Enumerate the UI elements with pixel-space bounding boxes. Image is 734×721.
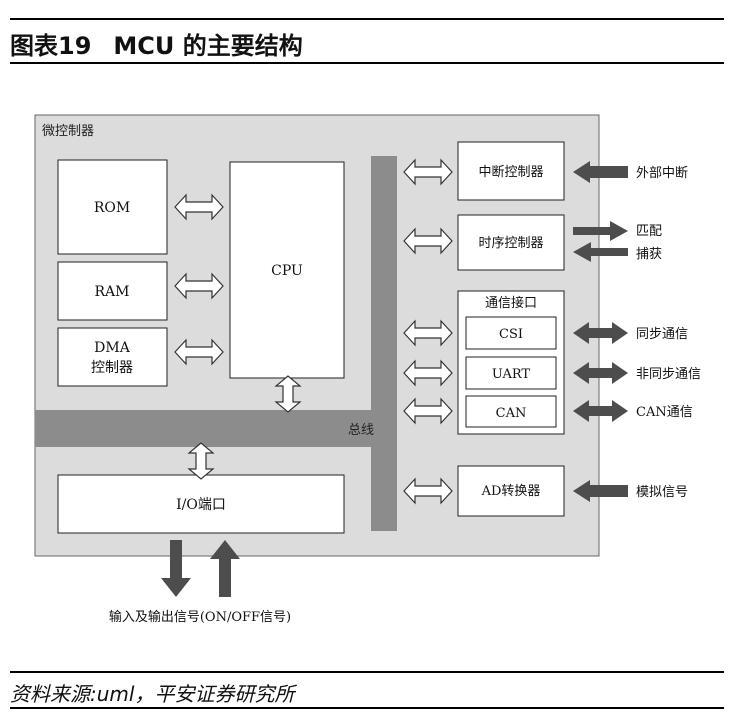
source-note: 资料来源:uml，平安证券研究所 (10, 682, 295, 706)
match-arrow (573, 221, 628, 241)
ram-label: RAM (95, 284, 130, 300)
uart-label: UART (492, 367, 531, 382)
container-label: 微控制器 (42, 124, 94, 139)
can-block (465, 395, 557, 428)
io-port-block (57, 474, 345, 534)
source-bar: 资料来源:uml，平安证券研究所 (10, 671, 724, 709)
analog-signal-arrow (573, 480, 628, 502)
interrupt-controller-label: 中断控制器 (478, 165, 543, 180)
io-port-label: I/O端口 (176, 497, 226, 513)
analog-signal-label: 模拟信号 (636, 485, 688, 500)
external-interrupt-label: 外部中断 (636, 166, 688, 181)
figure-title: 图表19 MCU 的主要结构 (10, 26, 303, 61)
can-comm-arrow (573, 400, 628, 422)
rom-block (57, 159, 168, 255)
timer-controller-block (457, 214, 565, 271)
figure-title-bar: 图表19 MCU 的主要结构 (10, 18, 724, 64)
cpu-label: CPU (271, 263, 303, 279)
comm-interface-label: 通信接口 (485, 295, 537, 311)
timer-controller-label: 时序控制器 (478, 236, 543, 251)
ad-converter-label: AD转换器 (481, 484, 541, 499)
ad-converter-block (457, 465, 565, 517)
cpu-block (229, 161, 345, 379)
bus-label: 总线 (348, 423, 374, 438)
sync-comm-label: 同步通信 (636, 327, 688, 342)
uart-block (465, 356, 557, 390)
csi-block (465, 316, 557, 350)
io-input-arrow (210, 540, 240, 597)
capture-label: 捕获 (636, 246, 662, 262)
ram-block (57, 261, 168, 321)
rom-label: ROM (94, 200, 130, 216)
csi-label: CSI (499, 327, 523, 342)
async-comm-label: 非同步通信 (636, 367, 701, 382)
dma-label-line1: DMA (94, 340, 131, 356)
can-label: CAN (496, 406, 527, 421)
io-signals-label: 输入及输出信号(ON/OFF信号) (109, 609, 291, 625)
dma-block (57, 327, 168, 387)
figure-number: 图表19 (10, 32, 92, 60)
bus-vertical (371, 156, 397, 531)
can-comm-label: CAN通信 (636, 405, 693, 420)
external-interrupt-arrow (573, 161, 628, 183)
match-label: 匹配 (636, 224, 662, 239)
interrupt-controller-block (457, 141, 565, 201)
dma-label-line2: 控制器 (91, 360, 133, 376)
sync-comm-arrow (573, 322, 628, 344)
bus-horizontal (35, 410, 397, 447)
capture-arrow (573, 242, 628, 262)
figure-caption: MCU 的主要结构 (113, 32, 303, 60)
io-output-arrow (161, 540, 191, 597)
async-comm-arrow (573, 362, 628, 384)
